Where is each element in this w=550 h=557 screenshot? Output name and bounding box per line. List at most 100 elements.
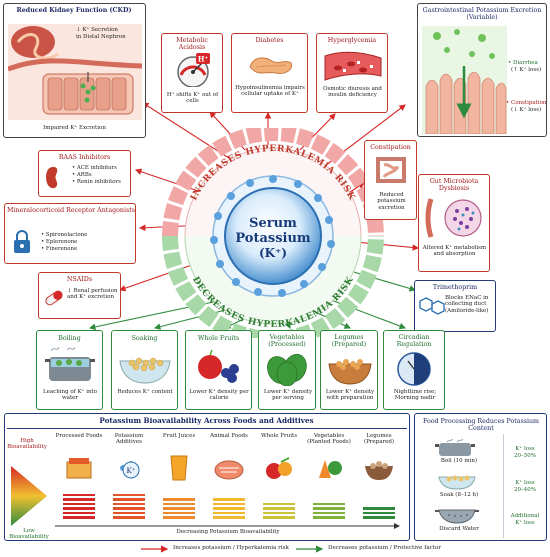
bioavailability-bar: [313, 511, 345, 514]
processing-row-loss: K⁺ loss: [515, 520, 535, 526]
bioavailability-bar: [263, 507, 295, 510]
bioavailability-bar: [213, 516, 245, 519]
legumes-caption: Lower K⁺ density with preparation: [325, 389, 375, 402]
ckd-note-1: ↓ K⁺ Secretion: [76, 27, 118, 33]
decrease-ring: [162, 235, 384, 338]
bioavailability-category-label: Animal Foods: [210, 433, 248, 439]
diarrhea-label: • Diarrhea: [508, 60, 538, 66]
diarrhea-sub: (↑ K⁺ loss): [511, 67, 542, 73]
bioavailability-bar: [263, 502, 295, 505]
hyperglycemia-box: Hyperglycemia Osmotic diuresis and insul…: [316, 33, 388, 113]
ckd-note-2: in Distal Nephron: [76, 34, 126, 40]
bioavailability-category-label: Vegetables (Planted Foods): [307, 433, 351, 446]
vegetables-caption: Lower K⁺ density per serving: [263, 389, 313, 402]
mra-item: Spironolactone: [41, 232, 87, 238]
gi-excretion-title: Gastrointestinal Potassium Excretion (Va…: [422, 7, 542, 22]
bioavailability-panel: Potassium Bioavailability Across Foods a…: [4, 413, 410, 541]
mra-item: Finerenone: [41, 246, 77, 252]
bioavailability-bar: [263, 516, 295, 519]
bioavailability-bar: [213, 498, 245, 501]
bioavailability-gradient-triangle: [11, 466, 47, 526]
center-diagram: INCREASES HYPERKALEMIA RISK DECREASES HY…: [162, 128, 384, 338]
trimethoprim-title: Trimethoprim: [432, 284, 478, 291]
nephron-illustration: [8, 24, 142, 120]
fruits-icon: [198, 349, 239, 383]
processing-row-loss: 20–40%: [514, 487, 536, 493]
boil-pot-icon: [435, 439, 475, 456]
raas-item: ARBs: [72, 172, 92, 178]
h-plus-label: H⁺: [198, 55, 209, 64]
soaking-box: Soaking Reduces K⁺ content: [111, 330, 178, 410]
gauge-icon: H⁺: [177, 53, 210, 87]
bioavailability-bar: [113, 493, 145, 496]
constipation-sub: (↓ K⁺ loss): [511, 107, 542, 113]
bioavailability-food-icon: K⁺: [120, 461, 140, 479]
bioavailability-bar: [63, 502, 95, 505]
bioavailability-bar: [363, 511, 395, 514]
bioavailability-food-icon: [170, 455, 188, 481]
pancreas-icon: [249, 57, 293, 74]
bioavailability-bar: [113, 511, 145, 514]
center-title-3: (K⁺): [259, 246, 287, 260]
clock-moon-icon: [397, 352, 431, 386]
boiling-caption: Leaching of K⁺ into water: [42, 389, 98, 402]
bioavailability-category-label: Fruit Juices: [162, 433, 196, 439]
processing-row-loss: K⁺ loss: [515, 480, 535, 486]
processing-row-loss: 20–50%: [514, 453, 536, 459]
bioavailability-food-icon: [266, 457, 292, 479]
nsaids-box: NSAIDs ↓ Renal perfusion and K⁺ excretio…: [38, 272, 121, 319]
serum-potassium-sphere: [224, 187, 322, 285]
soaking-caption: Reduces K⁺ content: [117, 389, 173, 395]
ckd-caption: Impaired K⁺ Excretion: [43, 125, 106, 131]
constipation-box: Constipation Reduced potassium excretion: [364, 140, 417, 220]
bioavailability-bar: [263, 511, 295, 514]
blood-vessel-icon: [324, 51, 382, 81]
molecule-icon: [419, 297, 445, 315]
bioavailability-category-label: Processed Foods: [55, 433, 103, 439]
processing-row-label: Soak (8–12 h): [439, 492, 479, 498]
high-bioavailability-label: High Bioavailability: [7, 438, 47, 451]
decrease-legend-label: Decreases potassium / Protective factor: [328, 545, 442, 551]
spinach-icon: [267, 353, 307, 386]
boiling-title: Boiling: [58, 335, 81, 342]
boiling-box: Boiling Leaching of K⁺ into water: [36, 330, 103, 410]
kidney-icon: [46, 167, 58, 189]
intestine-icon: [376, 157, 406, 183]
bioavailability-bar: [63, 511, 95, 514]
metabolic-acidosis-caption: H⁺ shifts K⁺ out of cells: [166, 92, 219, 105]
svg-text:K⁺: K⁺: [127, 467, 136, 475]
soaking-bowl-icon: [119, 357, 171, 384]
nsaids-title: NSAIDs: [66, 276, 93, 283]
bioavailability-bar: [313, 516, 345, 519]
bioavailability-bar: [63, 507, 95, 510]
constipation-label: • Constipation: [506, 100, 547, 106]
ckd-title: Reduced Kidney Function (CKD): [16, 7, 132, 14]
processing-row-label: Boil (10 min): [440, 458, 478, 464]
whole-fruits-box: Whole Fruits Lower K⁺ density per calori…: [185, 330, 252, 410]
trimethoprim-box: Trimethoprim Blocks ENaC in collecting d…: [414, 280, 496, 332]
intestine-villi-illustration: [422, 26, 507, 134]
bioavailability-bar: [163, 498, 195, 501]
increase-legend-label: Increases potassium / Hyperkalemia risk: [173, 545, 289, 551]
bioavailability-bar: [313, 507, 345, 510]
vegetables-processed-box: Vegetables (Processed) Lower K⁺ density …: [258, 330, 316, 410]
gut-microbiota-box: Gut Microbiota Dysbiosis Altered K⁺ meta…: [418, 174, 490, 272]
whole-fruits-title: Whole Fruits: [197, 335, 240, 342]
food-processing-title: Food Processing Reduces Potassium Conten…: [422, 418, 540, 433]
diabetes-title: Diabetes: [255, 37, 284, 44]
center-title-1: Serum: [249, 216, 297, 231]
soaking-title: Soaking: [131, 335, 158, 342]
hyperglycemia-caption: Osmotic diuresis and insulin deficiency: [323, 86, 382, 99]
bioavailability-category-label: Legumes (Prepared): [363, 433, 395, 446]
lock-icon: [14, 230, 30, 253]
bioavailability-title: Potassium Bioavailability Across Foods a…: [99, 416, 314, 425]
bioavailability-bar: [213, 511, 245, 514]
microbiota-title: Gut Microbiota Dysbiosis: [429, 178, 479, 193]
circadian-title: Circadian Regulation: [396, 334, 432, 349]
legumes-bowl-icon: [328, 359, 372, 385]
low-bioavailability-label: Low Bioavailability: [9, 528, 49, 541]
raas-item: ACE inhibitors: [72, 165, 117, 171]
bioavailability-bar: [363, 516, 395, 519]
mra-box: Mineralocorticoid Receptor Antagonists S…: [4, 203, 136, 264]
whole-fruits-caption: Lower K⁺ density per calorie: [189, 389, 249, 402]
